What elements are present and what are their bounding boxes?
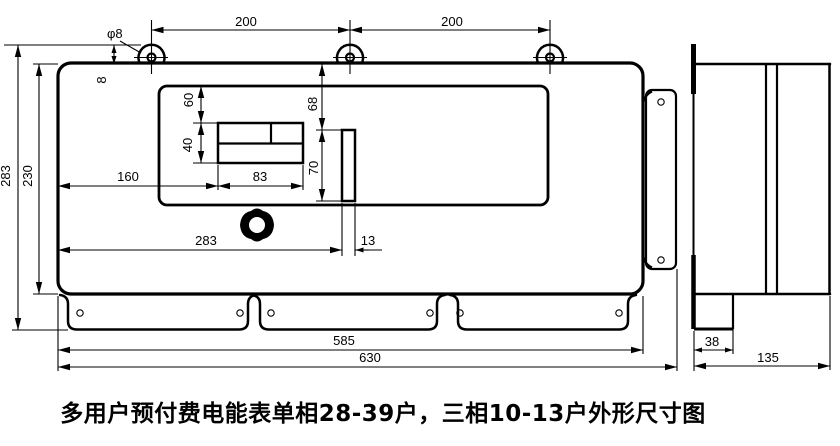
- card-slot: [340, 128, 357, 203]
- strip-tab-3: [448, 293, 638, 331]
- dim-slot-top-offset: 68: [305, 97, 320, 111]
- cabinet-outline: [56, 61, 645, 296]
- front-view: [56, 20, 678, 331]
- dim-total-depth: 135: [757, 350, 779, 365]
- dim-ear-spacing-left: 200: [235, 14, 257, 29]
- side-view: [691, 44, 832, 331]
- dim-total-width: 630: [359, 350, 381, 365]
- mounting-ears: [134, 20, 567, 74]
- meter-window: [216, 121, 305, 165]
- dim-slot-width: 13: [361, 233, 375, 248]
- dim-ear-spacing-right: 200: [441, 14, 463, 29]
- dim-slot-height: 70: [306, 161, 321, 175]
- dim-window-width: 83: [253, 169, 267, 184]
- dim-hole-diameter: φ8: [107, 26, 123, 41]
- bottom-mounting-strip: [58, 293, 638, 331]
- dim-slot-left-offset: 283: [195, 233, 217, 248]
- door-lock: [240, 208, 274, 242]
- strip-tab-2: [250, 293, 447, 331]
- drawing-title: 多用户预付费电能表单相28-39户，三相10-13户外形尺寸图: [60, 401, 706, 427]
- dim-window-top-offset: 60: [181, 93, 196, 107]
- flange-hole-top: [657, 98, 665, 106]
- dim-body-width: 585: [333, 333, 355, 348]
- strip-tab-1: [58, 293, 258, 331]
- dim-step-depth: 38: [705, 334, 719, 349]
- dimension-annotations: 200 200 φ8 8 283 230 60 40 160 83: [0, 14, 831, 371]
- hinge-flange: [641, 88, 678, 271]
- dim-body-height: 230: [20, 165, 35, 187]
- dim-ear-height: 8: [94, 76, 109, 83]
- dim-window-height: 40: [180, 138, 195, 152]
- flange-hole-bottom: [657, 256, 665, 264]
- door-panel-outline: [157, 84, 550, 207]
- dim-window-left-offset: 160: [117, 169, 139, 184]
- dim-total-height: 283: [0, 165, 13, 187]
- leader-line-hole: [119, 40, 142, 54]
